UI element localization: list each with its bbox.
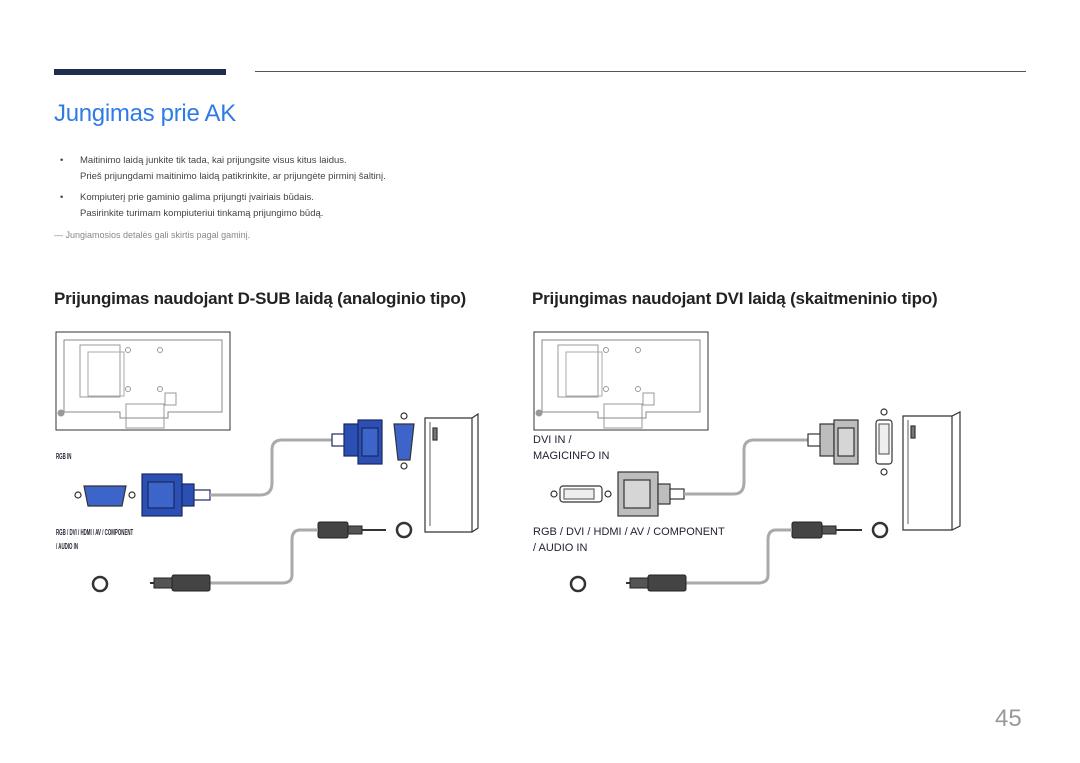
bullet-text: Maitinimo laidą junkite tik tada, kai pr… — [80, 155, 347, 166]
bullet-item: • Kompiuterį prie gaminio galima prijung… — [60, 190, 560, 222]
dsub-diagram: RGB IN RGB / DVI / HDMI / AV / COMPONENT… — [50, 320, 480, 610]
dvi-diagram: DVI IN / MAGICINFO IN RGB / DVI / HDMI /… — [528, 320, 968, 610]
note-text: ― Jungiamosios detalės gali skirtis paga… — [54, 230, 251, 240]
monitor-back-panel — [55, 331, 231, 431]
page-title: Jungimas prie AK — [54, 100, 236, 127]
bullet-item: • Maitinimo laidą junkite tik tada, kai … — [60, 153, 560, 185]
port-label-audio-in-2: / AUDIO IN — [533, 542, 588, 554]
vga-plug-monitor — [141, 473, 211, 517]
port-label-audio-in: RGB / DVI / HDMI / AV / COMPONENT — [56, 528, 134, 537]
port-label-rgb-in: RGB IN — [56, 452, 72, 461]
pc-vga-port — [393, 412, 415, 470]
port-label-audio-in: RGB / DVI / HDMI / AV / COMPONENT — [533, 526, 725, 538]
vga-cable — [210, 438, 332, 497]
section-title-dsub: Prijungimas naudojant D-SUB laidą (analo… — [54, 289, 466, 308]
port-label-audio-in-2: / AUDIO IN — [56, 542, 79, 551]
port-label-dvi-in: DVI IN / — [533, 434, 572, 446]
page-number: 45 — [995, 705, 1022, 732]
pc-dvi-port — [875, 408, 893, 476]
monitor-audio-jack — [91, 575, 109, 593]
pc-audio-jack — [871, 521, 889, 539]
section-title-dvi: Prijungimas naudojant DVI laidą (skaitme… — [532, 289, 938, 308]
audio-plug-pc — [317, 521, 386, 539]
dvi-plug-pc — [807, 419, 859, 465]
bullet-list: • Maitinimo laidą junkite tik tada, kai … — [60, 153, 560, 227]
dvi-diagram-graphic — [533, 331, 961, 593]
header-accent-bar — [54, 69, 226, 75]
audio-plug-monitor — [626, 574, 687, 592]
bullet-dot: • — [60, 192, 64, 203]
pc-audio-jack — [395, 521, 413, 539]
port-label-magicinfo-in: MAGICINFO IN — [533, 450, 610, 462]
bullet-dot: • — [60, 155, 64, 166]
pc-tower — [902, 411, 961, 531]
audio-plug-monitor — [150, 574, 211, 592]
dvi-cable — [684, 438, 808, 496]
audio-cable — [686, 528, 792, 585]
pc-tower — [424, 412, 479, 533]
dvi-plug-monitor — [617, 471, 685, 517]
bullet-text: Prieš prijungdami maitinimo laidą patikr… — [80, 171, 386, 182]
dsub-diagram-graphic — [55, 331, 479, 593]
monitor-back-panel — [533, 331, 709, 431]
dvi-port — [550, 485, 612, 503]
audio-plug-pc — [791, 521, 862, 539]
vga-port — [74, 485, 136, 507]
monitor-audio-jack — [569, 575, 587, 593]
bullet-text: Kompiuterį prie gaminio galima prijungti… — [80, 192, 314, 203]
header-rule — [255, 71, 1026, 72]
bullet-text: Pasirinkite turimam kompiuteriui tinkamą… — [80, 208, 324, 219]
audio-cable — [210, 528, 318, 585]
vga-plug-pc — [331, 419, 383, 465]
